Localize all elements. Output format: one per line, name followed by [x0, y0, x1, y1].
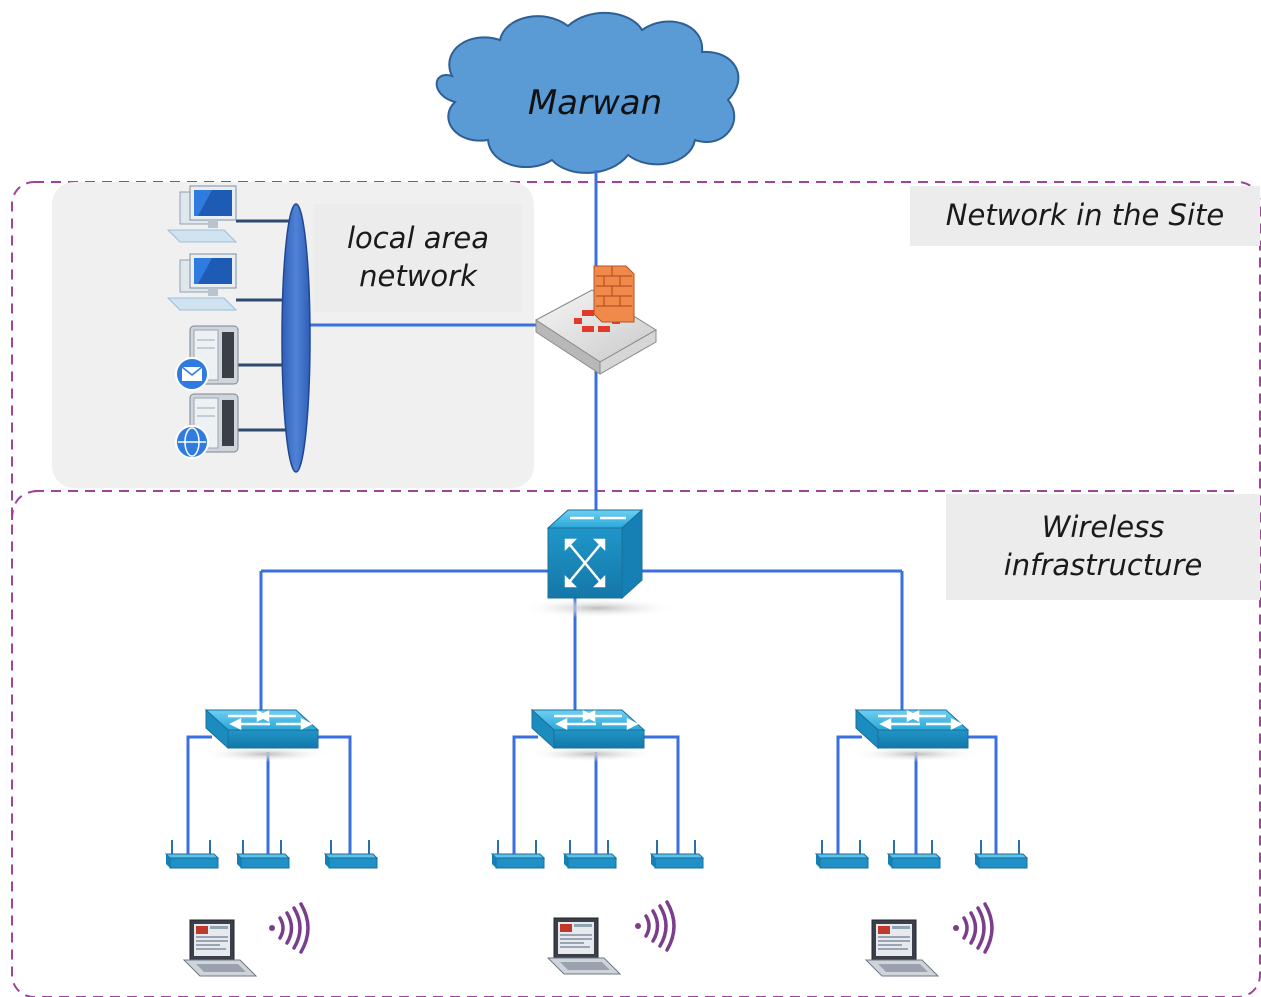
laptop-icon: [865, 919, 939, 977]
firewall-icon: [535, 265, 657, 375]
switch-icon: [848, 708, 984, 764]
wifi-signal-icon: [633, 900, 676, 952]
access-point-icon: [491, 839, 545, 869]
switch-icon: [198, 708, 334, 764]
access-point-icon: [165, 839, 219, 869]
access-point-icon: [887, 839, 941, 869]
wireless-label-line1: Wireless: [1041, 510, 1165, 545]
wifi-signal-icon: [951, 902, 994, 954]
wifi-signal-icon: [267, 902, 310, 954]
access-links: [186, 735, 998, 860]
lan-label: local area network: [314, 204, 522, 312]
mail-server-icon: [175, 325, 239, 391]
access-point-icon: [563, 839, 617, 869]
switch-icon: [524, 708, 660, 764]
marwan-cloud: [435, 12, 740, 174]
access-point-icon: [974, 839, 1028, 869]
site-zone-border: [11, 181, 1261, 997]
core-switch-icon: [518, 508, 678, 618]
access-point-icon: [236, 839, 290, 869]
wireless-label-line2: infrastructure: [1003, 548, 1203, 582]
site-label: Network in the Site: [910, 186, 1260, 246]
laptop-icon: [547, 917, 621, 975]
access-point-icon: [815, 839, 869, 869]
lan-label-line1: local area: [346, 221, 490, 256]
wireless-label: Wireless infrastructure: [946, 494, 1260, 600]
lan-drops: [236, 219, 290, 432]
lan-label-line2: network: [359, 259, 477, 293]
lan-bus: [281, 203, 311, 473]
web-server-icon: [175, 393, 239, 459]
cloud-label: Marwan: [527, 83, 663, 123]
laptop-icon: [183, 919, 257, 977]
